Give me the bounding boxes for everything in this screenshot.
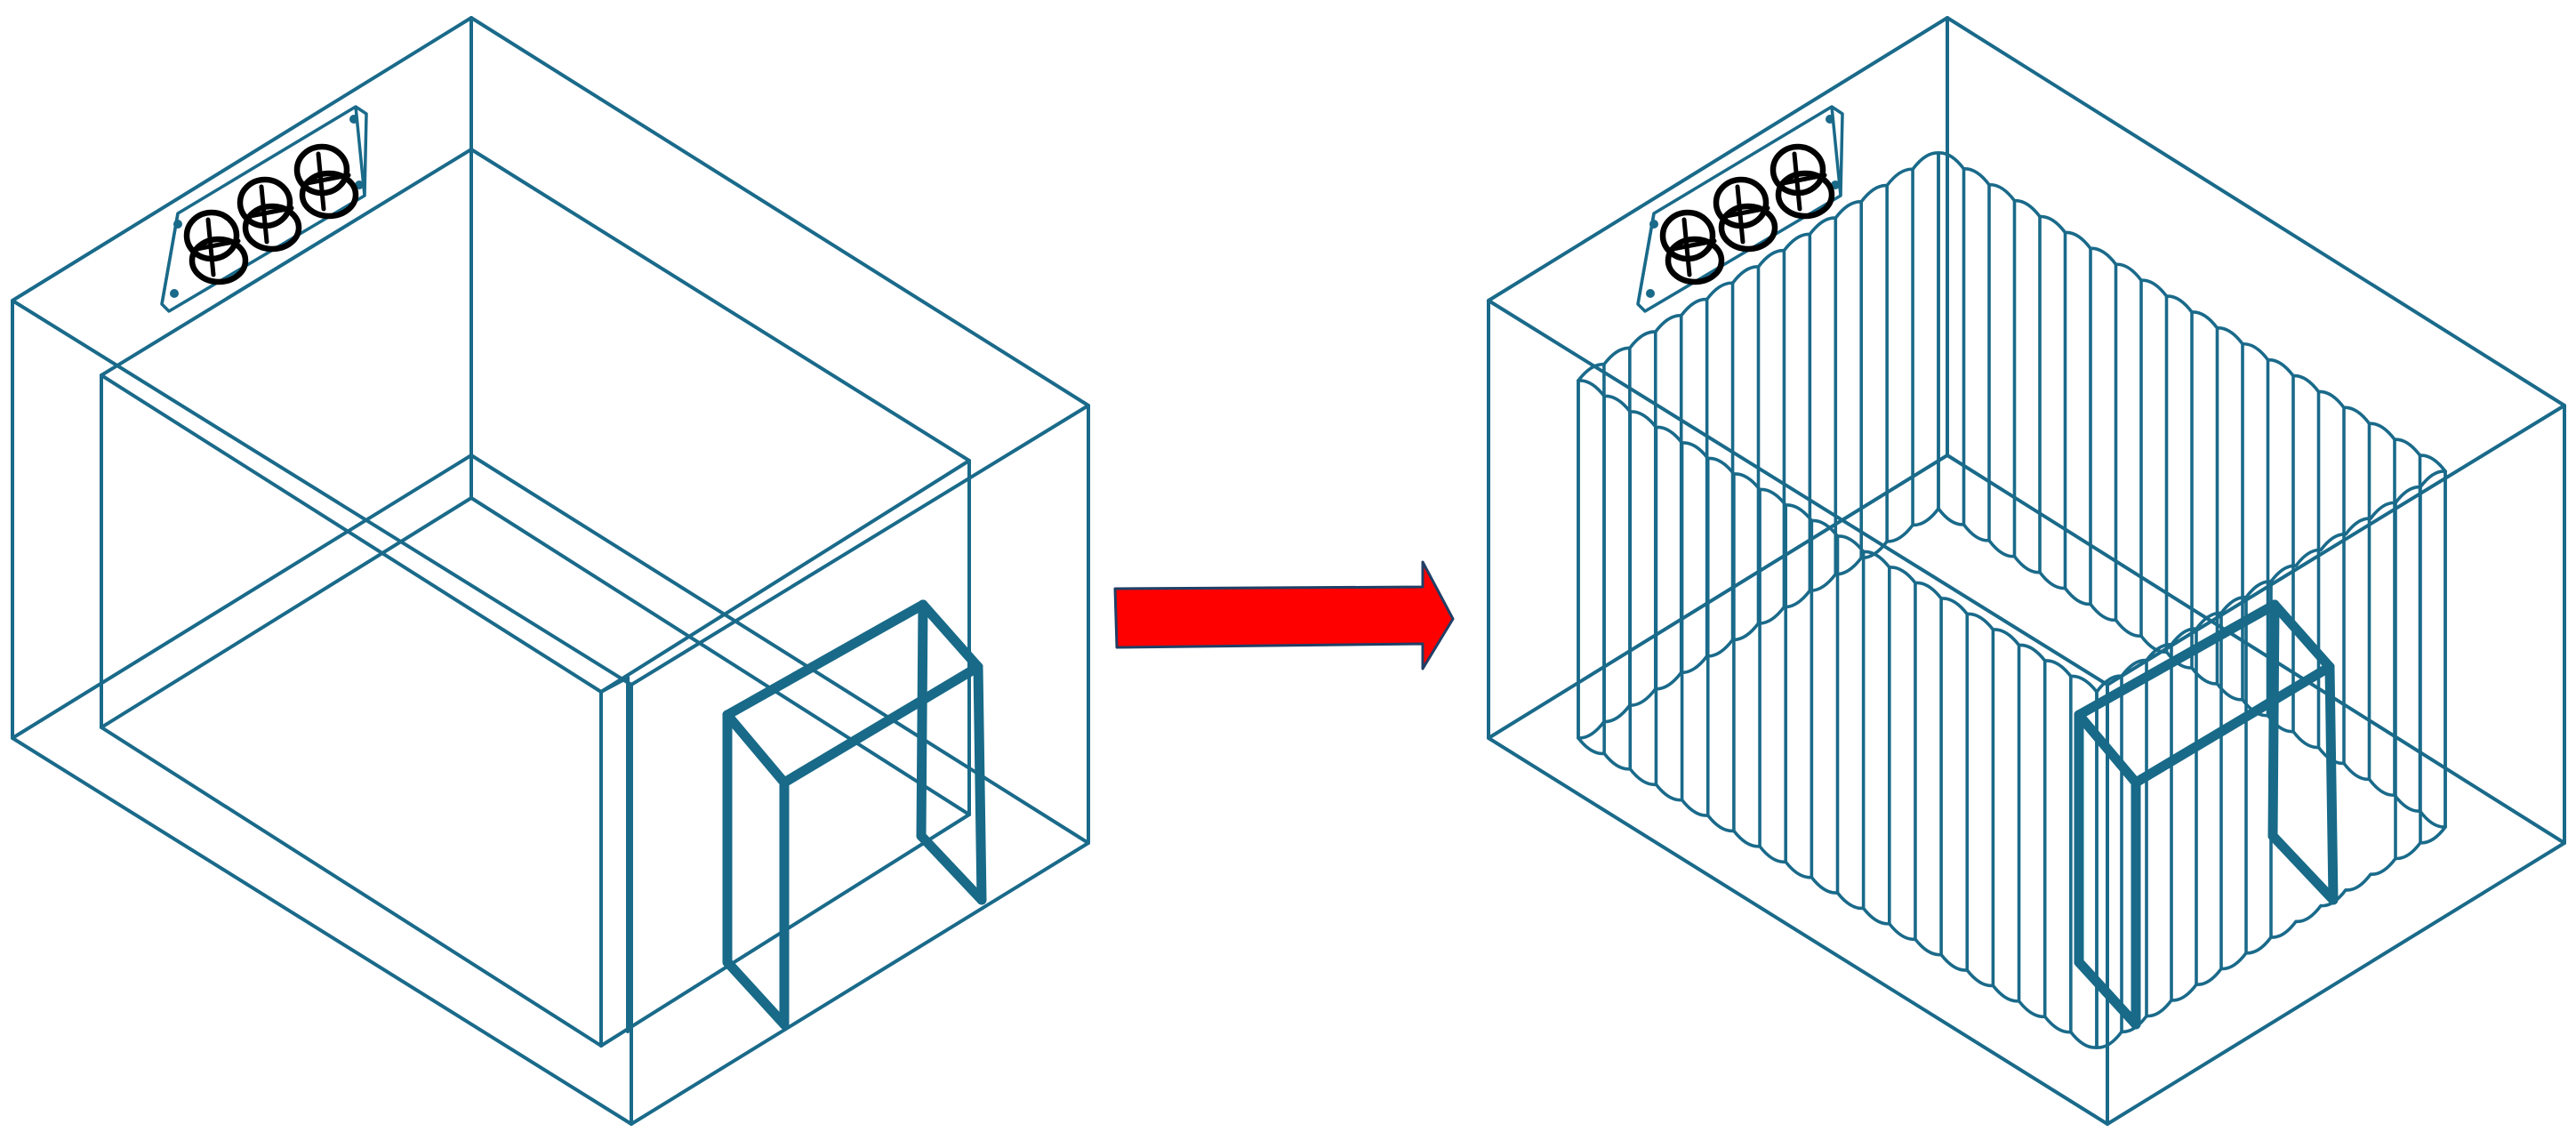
outer-box-outline [1487,16,2566,1126]
outer-box-top-front-left-edge [1487,299,2109,686]
fan-axis-bar [1681,217,1692,277]
outer-box-outline [11,16,1090,1126]
door-bottom-left-rail [722,957,790,1030]
fan-axis-bar [259,184,269,245]
outer-box-bottom-left-back-edge [1487,454,1949,740]
curtain-back-right-side [1937,151,2447,829]
before-enclosure-panel [11,16,1090,1126]
fan-filter-unit-icon [160,105,368,313]
door-top-right-beam [918,599,983,672]
fan-ring-lower [1775,170,1835,220]
inner-room-bottom-back-left [100,496,473,729]
door-right-back-post [2267,599,2280,841]
inner-room-box [100,148,971,1048]
arrow-right-icon [1113,560,1455,670]
fan-axis-bar [1735,184,1745,245]
fan-axis-bar [316,151,326,212]
fan-axis-bar [205,217,216,277]
fan-icon [1769,143,1835,220]
door-right-front-post [973,662,987,905]
door-bottom-right-rail [916,831,987,905]
door-right-front-post [2324,662,2339,905]
outer-box-top-front-right-edge [2106,404,2566,686]
fan-mount-screw-icon [170,289,179,298]
fan-plate-edge [160,213,180,305]
fan-blade-bar [189,238,241,253]
door-top-back-beam [722,599,928,720]
fan-icon [183,209,249,285]
door-top-left-beam [722,710,790,788]
fan-mount-screw-icon [349,115,358,124]
fan-icon [237,176,302,253]
outer-box-top-front-right-edge [630,404,1090,686]
fan-blade-bar [1776,173,1827,187]
fan-icon [1659,209,1725,285]
fan-axis-bar [1792,151,1802,212]
door-frame [722,599,987,1030]
fan-ring-lower [1665,236,1725,285]
inner-room-bottom-front-left [100,726,603,1048]
door-top-back-beam [2074,599,2280,720]
fan-filter-unit-icon [1636,105,1844,313]
fan-ring-lower [1718,203,1778,253]
after-enclosure-panel [1487,16,2566,1126]
curtain-front-left-side [1577,379,2099,1049]
door-frame [2074,599,2339,1030]
fan-blade-bar [1719,205,1770,220]
door-top-right-beam [2269,599,2335,672]
fan-blade-bar [300,173,351,187]
curtain-front-right-side [2095,470,2447,1049]
arrow-right-icon [1113,560,1455,670]
fan-blade-bar [243,205,294,220]
outer-box-bottom-right-back-edge [469,454,1090,845]
fan-mount-screw-icon [1646,289,1655,298]
fan-mount-screw-icon [1649,220,1658,229]
fan-icon [293,143,359,220]
fan-plate-edge [1636,213,1656,305]
door-bottom-left-rail [2074,957,2141,1030]
door-bottom-right-rail [2267,831,2339,905]
inner-room-bottom-back-right [469,496,971,816]
outer-box-bottom-right-back-edge [1946,454,2566,845]
fan-mount-screw-icon [1826,115,1834,124]
door-right-back-post [916,599,928,841]
fan-icon [1713,176,1778,253]
fan-ring-lower [299,170,359,220]
fan-ring-lower [189,236,249,285]
outer-enclosure-box [1487,16,2566,1126]
outer-box-bottom-left-back-edge [11,454,473,740]
door-top-left-beam [2074,710,2141,788]
door-top-front-beam [2131,662,2335,788]
fan-ring-lower [242,203,302,253]
door-top-front-beam [779,662,983,788]
fan-mount-screw-icon [173,220,182,229]
pleated-curtain [1577,151,2447,1049]
outer-box-top-front-left-edge [11,299,633,686]
outer-enclosure-box [11,16,1090,1126]
fan-blade-bar [1665,238,1717,253]
inner-room-wall-thickness [599,676,630,694]
